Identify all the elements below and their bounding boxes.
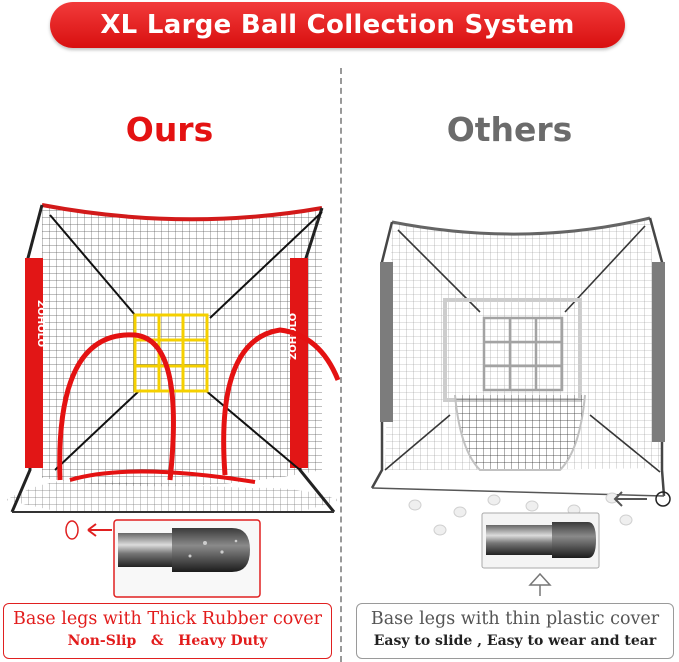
ours-leg-marker (65, 520, 79, 540)
plastic-cap-photo (486, 522, 596, 558)
ours-features: Non-Slip & Heavy Duty (67, 633, 268, 649)
rubber-cap-photo (118, 528, 250, 572)
ours-arrow (87, 523, 112, 537)
brand-logo-right: ZOHOLO (288, 313, 299, 360)
others-net (370, 216, 666, 536)
ours-net: ZOHOLO ZOHOLO (5, 203, 341, 513)
ours-heading: Ours (125, 110, 214, 149)
others-heading: Others (446, 110, 573, 149)
left-sleeve (25, 258, 43, 468)
others-arrow (613, 491, 647, 507)
column-divider (340, 68, 342, 662)
left-arch (57, 332, 176, 481)
others-caption: Base legs with thin plastic cover (370, 609, 660, 629)
others-leg-marker (655, 491, 671, 507)
others-up-arrow (528, 572, 552, 596)
right-sleeve (290, 258, 308, 468)
others-caption-box: Base legs with thin plastic cover Easy t… (356, 603, 674, 659)
brand-logo-left: ZOHOLO (35, 300, 46, 347)
title-banner: XL Large Ball Collection System (50, 2, 625, 48)
ours-caption: Base legs with Thick Rubber cover (13, 609, 322, 629)
right-arch (221, 327, 341, 476)
banner-title: XL Large Ball Collection System (100, 10, 575, 40)
ours-caption-box: Base legs with Thick Rubber cover Non-Sl… (3, 603, 332, 659)
others-features: Easy to slide , Easy to wear and tear (373, 633, 657, 649)
